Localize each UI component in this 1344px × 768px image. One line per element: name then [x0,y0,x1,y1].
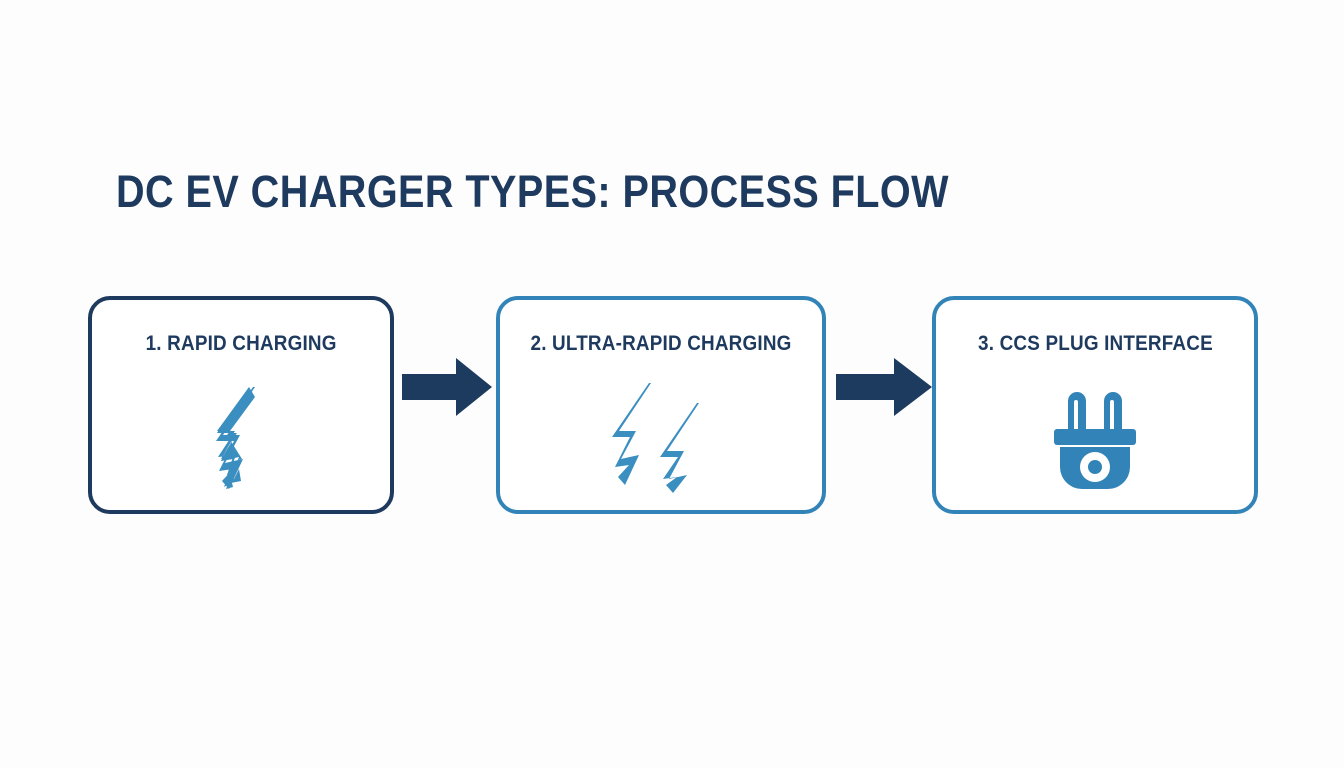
flow-step-1-icon-area [92,378,390,496]
flow-step-3-label: 3. CCS PLUG INTERFACE [977,332,1213,355]
flow-step-2-label: 2. ULTRA-RAPID CHARGING [530,332,792,355]
double-lightning-bolt-icon [612,383,699,493]
flow-step-ultra-rapid-charging[interactable]: 2. ULTRA-RAPID CHARGING [496,296,826,514]
flow-step-2-icon-area [500,378,822,496]
flow-step-rapid-charging[interactable]: 1. RAPID CHARGING [88,296,394,514]
right-arrow-icon [836,358,932,416]
right-arrow-icon [402,358,492,416]
process-flow-row: 1. RAPID CHARGING 2. ULTRA-RAPID CHARGIN… [0,296,1344,516]
lightning-bolt-icon [216,387,255,489]
flow-step-1-label: 1. RAPID CHARGING [145,332,337,355]
flow-step-ccs-plug-interface[interactable]: 3. CCS PLUG INTERFACE [932,296,1258,514]
page-title: DC EV CHARGER TYPES: PROCESS FLOW [116,166,950,217]
flow-step-3-icon-area [936,378,1254,496]
plug-icon [1054,392,1136,489]
